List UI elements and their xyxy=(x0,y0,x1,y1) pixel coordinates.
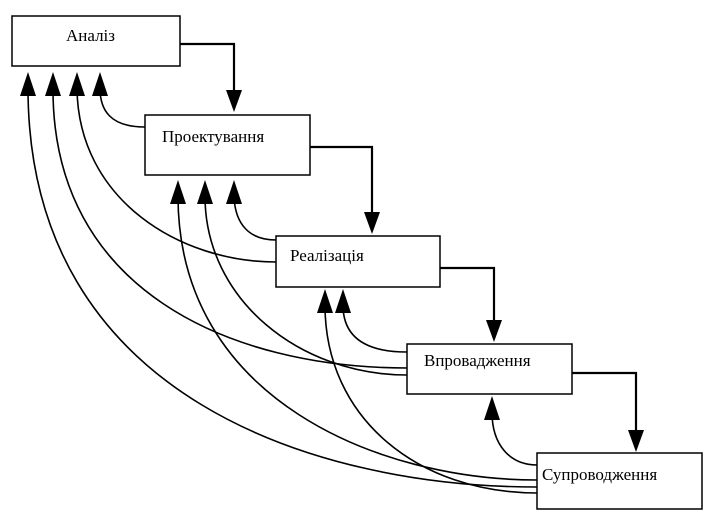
flow-deployment-to-maintenance xyxy=(572,371,638,435)
stage-design: Проектування xyxy=(144,114,311,176)
feedback-maintenance-to-implementation xyxy=(324,304,538,494)
arrowhead-into-implementation xyxy=(364,212,380,234)
arrowhead-up-design-1 xyxy=(170,180,186,204)
stage-deployment: Впровадження xyxy=(406,343,573,395)
flow-implementation-to-deployment xyxy=(440,266,496,325)
feedback-maintenance-to-design xyxy=(177,195,538,481)
feedback-flow xyxy=(20,72,538,494)
flow-design-to-implementation xyxy=(310,145,374,218)
stage-design-label: Проектування xyxy=(162,127,264,146)
feedback-deployment-to-implementation xyxy=(342,304,408,353)
arrowhead-up-analysis-2 xyxy=(45,72,61,96)
stage-implementation-label: Реалізація xyxy=(290,246,364,265)
arrowhead-into-design xyxy=(226,90,242,112)
stage-analysis: Аналіз xyxy=(11,15,181,67)
feedback-implementation-to-analysis xyxy=(76,87,277,263)
arrowhead-up-design-3 xyxy=(226,180,242,204)
arrowhead-up-implementation-1 xyxy=(317,289,333,313)
arrowhead-up-analysis-3 xyxy=(69,72,85,96)
stage-maintenance-label: Супроводження xyxy=(542,465,657,484)
stage-deployment-box xyxy=(406,343,573,395)
forward-flow xyxy=(180,42,644,452)
stage-deployment-label: Впровадження xyxy=(424,351,531,370)
stage-analysis-label: Аналіз xyxy=(66,26,115,45)
stage-analysis-box xyxy=(11,15,181,67)
feedback-maintenance-to-analysis xyxy=(27,87,538,488)
arrowhead-up-implementation-2 xyxy=(335,289,351,313)
arrowhead-up-deployment-1 xyxy=(484,396,500,420)
stage-design-box xyxy=(144,114,311,176)
stage-maintenance-box xyxy=(536,452,703,510)
arrowhead-up-analysis-4 xyxy=(92,72,108,96)
arrowhead-into-maintenance xyxy=(628,430,644,452)
flow-analysis-to-design xyxy=(180,42,236,98)
arrowhead-into-deployment xyxy=(486,320,502,342)
feedback-deployment-to-design xyxy=(204,195,408,376)
stage-maintenance: Супроводження xyxy=(536,452,703,510)
stage-implementation-box xyxy=(275,235,441,288)
feedback-maintenance-to-deployment xyxy=(491,411,538,466)
stage-implementation: Реалізація xyxy=(275,235,441,288)
arrowhead-up-design-2 xyxy=(197,180,213,204)
arrowhead-up-analysis-1 xyxy=(20,72,36,96)
